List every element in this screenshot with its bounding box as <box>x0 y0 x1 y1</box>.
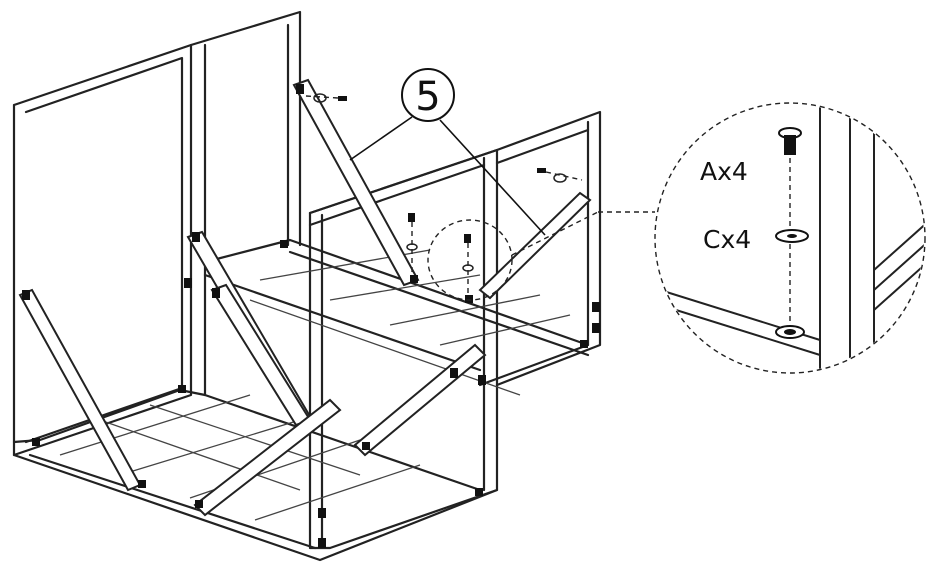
brace-right-upper <box>478 191 592 300</box>
leader-line-left <box>349 116 413 161</box>
left-panel-inner <box>24 56 184 444</box>
back-right-panel-outline <box>495 110 602 387</box>
rear-panel-outline <box>189 10 302 247</box>
callout-number: 5 <box>415 74 440 120</box>
middle-shelf-frame <box>203 238 590 387</box>
detail-magnifier: Ax4 Cx4 <box>654 102 926 374</box>
washer-icon <box>553 173 567 183</box>
screw-icon <box>537 168 546 173</box>
shelf-grid <box>59 249 571 521</box>
brace-bottom-diagonal <box>193 398 342 517</box>
rack-frame <box>12 10 602 562</box>
screw-icon <box>408 213 415 222</box>
leader-line-right <box>439 119 546 236</box>
braces <box>18 78 592 517</box>
screw-a-icon <box>778 127 802 155</box>
washer-c-icon <box>775 229 809 243</box>
screw-icon <box>338 96 347 101</box>
brace-right-lower <box>353 343 487 457</box>
connector-nodes <box>22 84 600 548</box>
detail-connector-line <box>511 211 599 256</box>
left-panel-outline <box>12 43 193 457</box>
detail-source-circle <box>427 219 513 301</box>
brace-left-lower <box>18 288 142 492</box>
mounting-hole-icon <box>775 325 805 339</box>
callout-circle <box>401 68 455 122</box>
screw-icon <box>464 234 471 243</box>
hardware-on-frame <box>305 93 583 295</box>
detail-circle <box>654 102 926 374</box>
label-hardware-c: Cx4 <box>703 225 751 254</box>
step-callout: 5 <box>349 68 546 236</box>
base-frame <box>12 453 499 562</box>
washer-icon <box>313 93 327 103</box>
label-hardware-a: Ax4 <box>700 157 748 186</box>
